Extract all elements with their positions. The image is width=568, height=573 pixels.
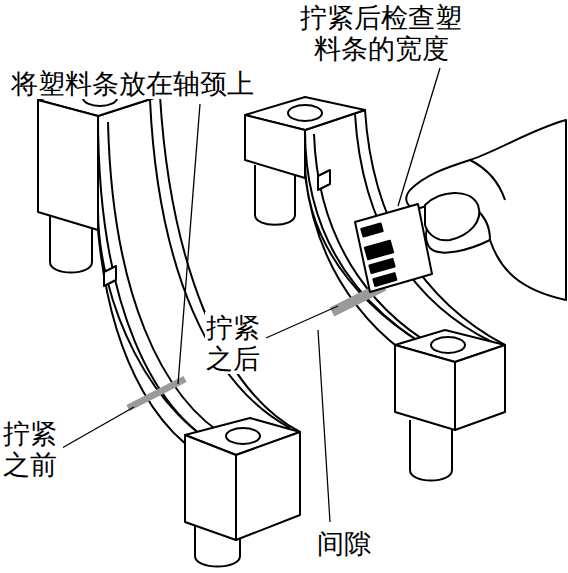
leader-line	[62, 407, 134, 448]
hand-with-gauge	[355, 120, 566, 300]
bearing-insert-edge	[355, 114, 494, 343]
gauge-bar	[361, 223, 382, 236]
callout-label: 间隙	[316, 528, 372, 559]
bolt-hole	[226, 428, 260, 444]
bolt-hole	[431, 337, 465, 353]
leader-line	[318, 330, 330, 522]
hand-thumb	[425, 193, 479, 240]
bearing-insert-edge	[108, 122, 232, 440]
bolt-hole	[288, 105, 322, 121]
leader-line	[266, 306, 338, 338]
locating-tab	[318, 170, 330, 190]
cap-block-front	[38, 100, 98, 230]
callout-label: 拧紧后检查塑 料条的宽度	[295, 2, 467, 64]
cap-block-front	[395, 345, 455, 430]
plastigage-strip	[128, 379, 185, 408]
callout-label: 拧紧 之后	[205, 312, 266, 374]
locating-tab	[104, 266, 116, 286]
gauge-bar	[369, 259, 394, 273]
bearing-cap-after	[245, 97, 505, 481]
callout-label: 将塑料条放在轴颈上	[10, 68, 255, 99]
cap-block-side	[455, 345, 505, 430]
leader-line	[398, 68, 440, 206]
bolt-shank	[410, 420, 452, 481]
cap-block-front	[245, 115, 305, 178]
hand-finger-line	[470, 160, 505, 200]
leader-line	[178, 104, 200, 384]
callout-label: 拧紧 之前	[2, 418, 63, 480]
gauge-bar	[373, 273, 396, 286]
leader-lines	[62, 68, 440, 522]
gauge-card	[355, 204, 432, 292]
cap-block-side	[236, 432, 300, 540]
gauge-bar	[365, 241, 393, 260]
cap-block-front	[185, 435, 236, 540]
